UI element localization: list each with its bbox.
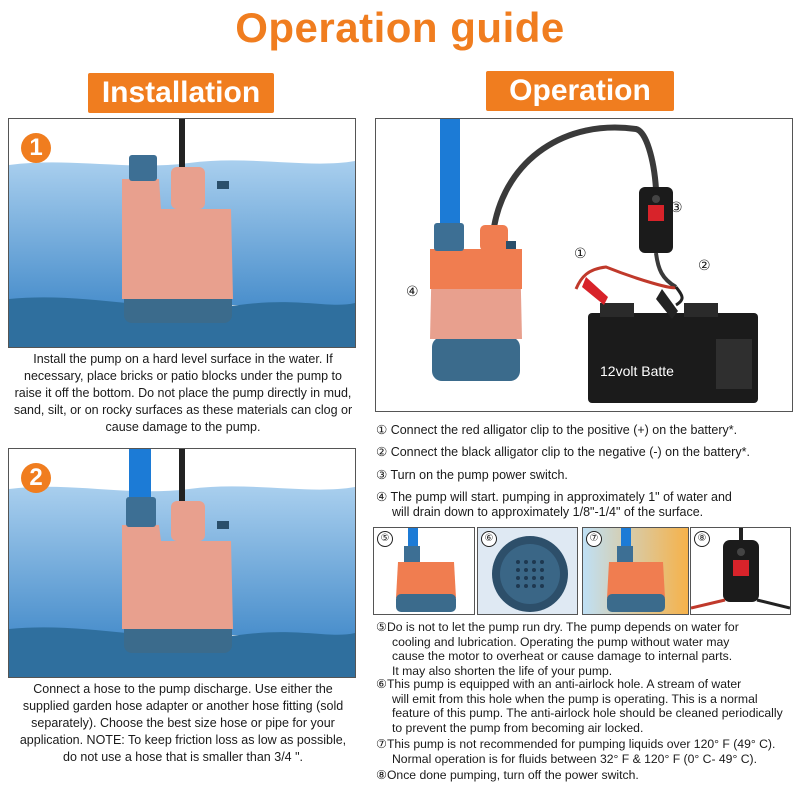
installation-step-2-caption: Connect a hose to the pump discharge. Us… — [19, 682, 347, 764]
note-marker: ⑧ — [376, 768, 387, 782]
callout-3: ③ — [670, 199, 683, 215]
step-marker: ③ — [376, 468, 388, 482]
note-marker: ⑤ — [376, 620, 387, 634]
installation-image-1: 1 — [8, 118, 356, 348]
operation-note-5: ⑤Do is not to let the pump run dry. The … — [376, 620, 739, 678]
thumbnail-anti-airlock-hole: ⑥ — [477, 527, 578, 615]
note-marker: ⑥ — [376, 677, 387, 691]
step-1-badge: 1 — [21, 133, 51, 163]
step-marker: ④ — [376, 490, 388, 504]
operation-step-3: ③ Turn on the pump power switch. — [376, 468, 568, 482]
operation-step-1: ① Connect the red alligator clip to the … — [376, 423, 738, 437]
callout-1: ① — [574, 245, 587, 261]
operation-note-7: ⑦This pump is not recommended for pumpin… — [376, 737, 776, 766]
callout-2: ② — [698, 257, 711, 273]
step-marker: ② — [376, 445, 388, 459]
red-clip-icon — [582, 277, 608, 305]
operation-note-6: ⑥This pump is equipped with an anti-airl… — [376, 677, 783, 735]
thumb-marker-8: ⑧ — [694, 531, 710, 547]
pump-in-water-illustration — [9, 119, 355, 347]
installation-image-2: 2 — [8, 448, 356, 678]
step-marker: ① — [376, 423, 388, 437]
battery-label: 12volt Batte — [600, 363, 674, 379]
thumbnail-power-switch-off: ⑧ — [690, 527, 791, 615]
note-marker: ⑦ — [376, 737, 387, 751]
pump-with-hose-illustration — [9, 449, 355, 677]
thumbnail-liquid-temperature: ⑦ — [582, 527, 689, 615]
battery-connection-illustration — [430, 119, 758, 403]
installation-heading: Installation — [88, 73, 274, 113]
thumb-marker-7: ⑦ — [586, 531, 602, 547]
operation-step-4: ④ The pump will start. pumping in approx… — [376, 490, 732, 519]
black-clip-icon — [656, 289, 678, 319]
thumb-marker-6: ⑥ — [481, 531, 497, 547]
step-2-badge: 2 — [21, 463, 51, 493]
thumb-marker-5: ⑤ — [377, 531, 393, 547]
operation-diagram: 12volt Batte ④ ① ② ③ — [375, 118, 793, 412]
operation-heading: Operation — [486, 71, 674, 111]
operation-note-8: ⑧Once done pumping, turn off the power s… — [376, 768, 639, 782]
page-title: Operation guide — [235, 4, 565, 51]
callout-4: ④ — [406, 283, 419, 299]
operation-step-2: ② Connect the black alligator clip to th… — [376, 445, 750, 459]
battery-icon — [588, 313, 758, 403]
installation-step-1-caption: Install the pump on a hard level surface… — [13, 352, 353, 434]
thumbnail-pump-dry: ⑤ — [373, 527, 475, 615]
